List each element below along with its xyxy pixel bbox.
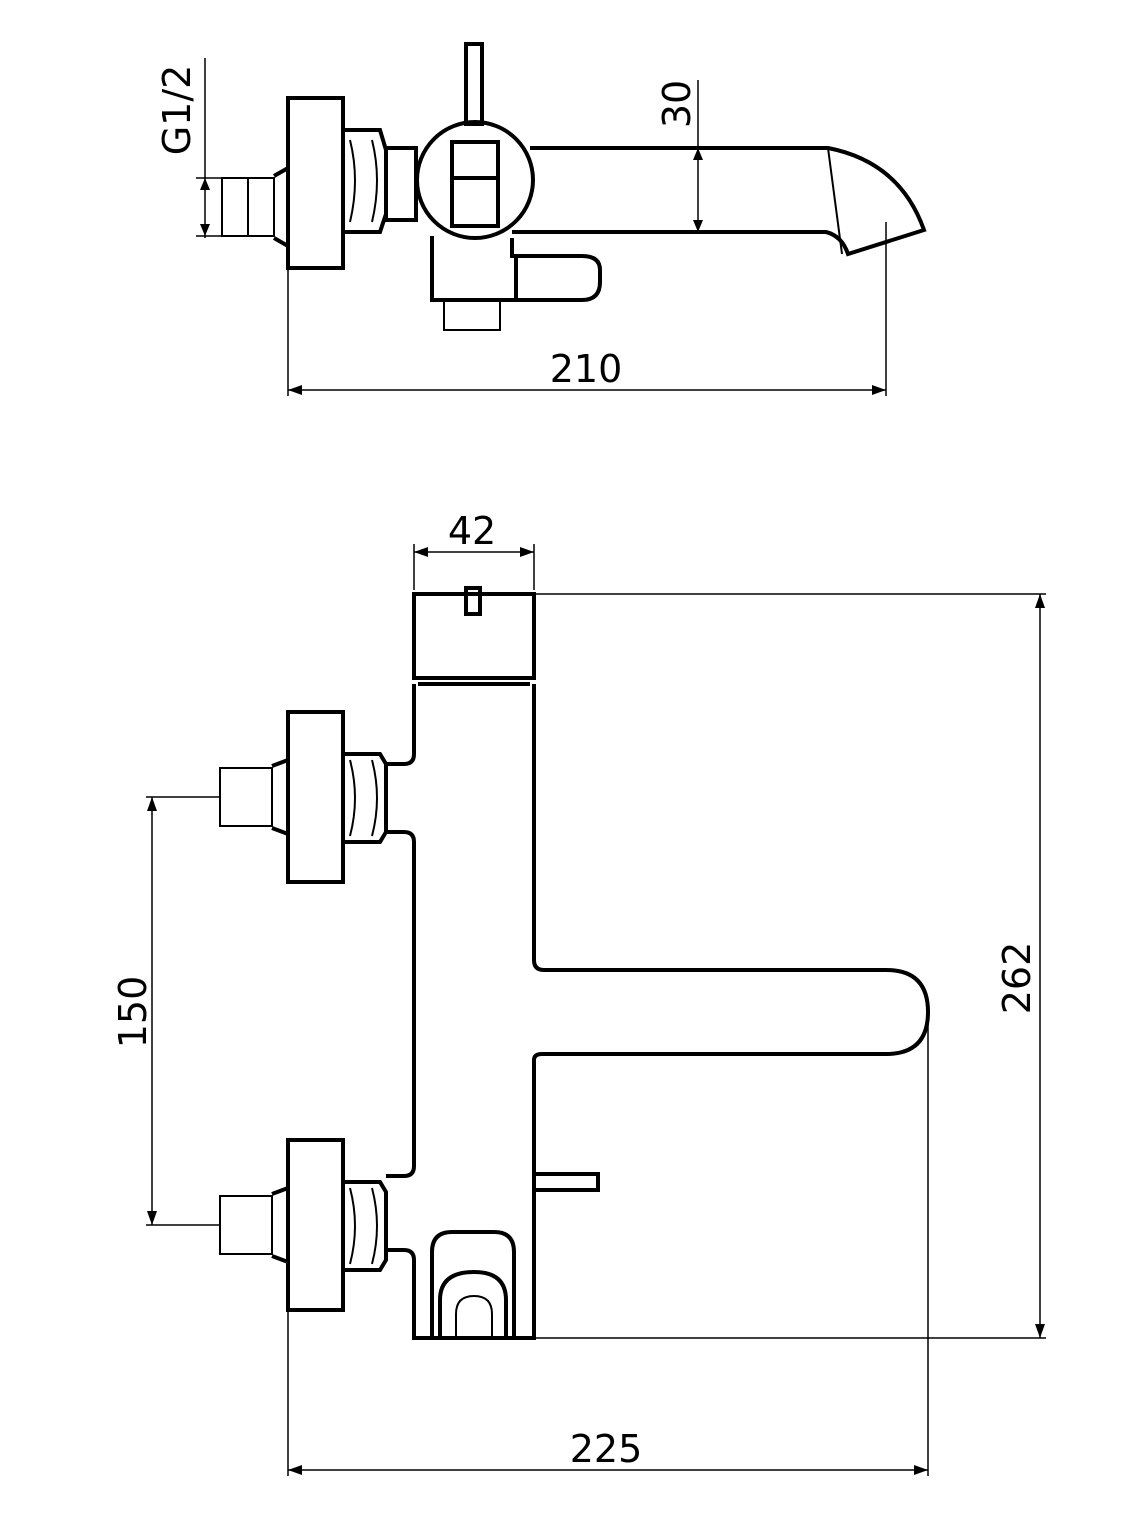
top-shower-thread <box>443 299 501 331</box>
top-thread-dimension: G1/2 <box>155 58 224 238</box>
front-shower-holder <box>430 1230 516 1338</box>
top-width-dimension: 210 <box>287 222 887 396</box>
overall-width-label: 225 <box>570 1427 643 1471</box>
front-lever-pin <box>464 586 482 616</box>
top-eccentric-nut <box>343 128 388 234</box>
top-inlet-thread <box>221 166 289 248</box>
inlet-spacing-label: 150 <box>111 976 155 1049</box>
front-overall-width-dimension: 225 <box>287 1012 929 1476</box>
top-cartridge <box>450 140 500 228</box>
top-lever <box>464 42 484 126</box>
front-diverter-pin <box>532 1172 600 1192</box>
top-wall-flange <box>286 96 345 270</box>
front-inlet-spacing-dimension: 150 <box>111 796 220 1226</box>
top-diverter <box>430 236 602 302</box>
front-height-dimension: 262 <box>534 593 1046 1339</box>
top-spout-dimension: 30 <box>655 80 710 234</box>
thread-size-label: G1/2 <box>155 65 199 156</box>
height-label: 262 <box>995 942 1039 1015</box>
top-view: G1/2 30 210 <box>155 42 927 396</box>
front-view: 42 150 262 225 <box>111 509 1046 1476</box>
front-lower-inlet <box>219 1138 388 1312</box>
spout-height-label: 30 <box>655 80 699 128</box>
top-body-connector <box>384 146 418 222</box>
front-upper-inlet <box>219 710 388 884</box>
body-width-label: 42 <box>448 509 496 553</box>
top-width-label: 210 <box>550 347 623 391</box>
front-main-body <box>386 684 931 1340</box>
top-spout <box>512 146 927 257</box>
front-lever-cap <box>412 592 536 680</box>
front-body-width-dimension: 42 <box>413 509 535 590</box>
